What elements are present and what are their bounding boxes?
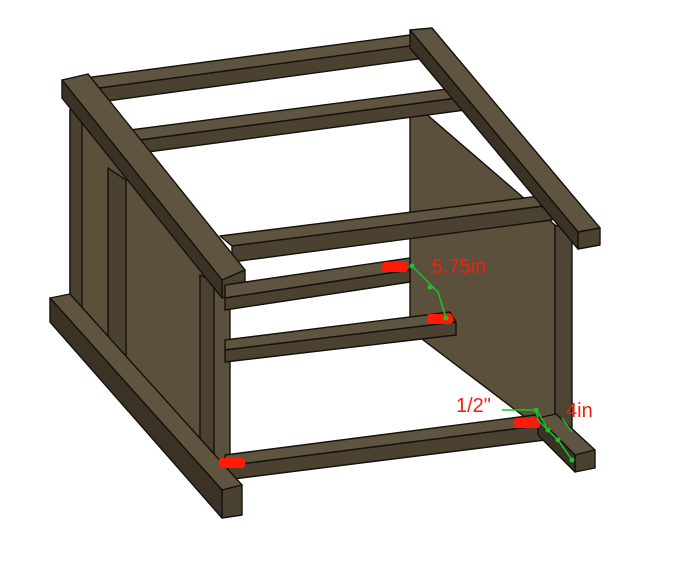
dimension-guide-top <box>409 263 449 321</box>
bottom-front-rail <box>224 414 546 481</box>
top-back-rail <box>84 34 426 103</box>
left-middle-post <box>107 167 127 366</box>
top-front-rail <box>219 195 553 263</box>
marker-front-left <box>219 458 245 468</box>
marker-front-right <box>514 418 540 428</box>
left-back-post <box>69 109 83 326</box>
top-right-beam <box>409 27 601 250</box>
dimension-label-5-75in: 5.75in <box>432 256 487 278</box>
bottom-middle-rail <box>224 311 457 363</box>
marker-top-left <box>382 262 408 272</box>
marker-middle <box>427 314 453 324</box>
dimension-label-4in: 4in <box>566 400 593 422</box>
bottom-left-beam <box>49 293 243 519</box>
dimension-label-half-inch: 1/2" <box>456 395 491 417</box>
dimension-guide-bottom <box>502 407 575 463</box>
bottom-back-rail <box>224 257 411 311</box>
